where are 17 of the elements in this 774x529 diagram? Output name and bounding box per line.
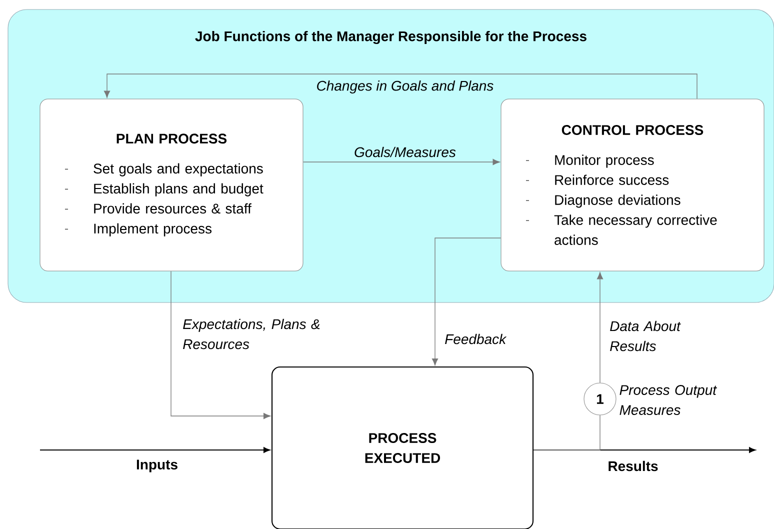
process-box: PROCESS EXECUTED: [271, 366, 534, 529]
edge-label: Changes in Goals and Plans: [317, 80, 494, 94]
arrow: [104, 74, 698, 100]
arrow: [432, 238, 502, 366]
edge-label: Expectations, Plans & Resources: [183, 318, 320, 350]
edge-label: Goals/Measures: [354, 146, 456, 158]
arrow: [170, 270, 271, 420]
edge-label: Feedback: [445, 334, 507, 344]
edge-label: Results: [608, 460, 658, 472]
edge-label: Data About Results: [610, 320, 681, 352]
arrow: [596, 272, 604, 384]
arrow: [40, 447, 270, 453]
process-box: CONTROL PROCESS Monitor process Reinforce success Diagnose deviations Take necessary corrective actions: [500, 98, 764, 272]
process-box: PLAN PROCESS Set goals and expectations Establish plans and budget Provide resources & staff Implement process: [40, 98, 304, 272]
edge-label: Inputs: [136, 460, 178, 472]
callout-text: Process Output Measures: [620, 385, 717, 415]
arrow: [302, 158, 500, 166]
